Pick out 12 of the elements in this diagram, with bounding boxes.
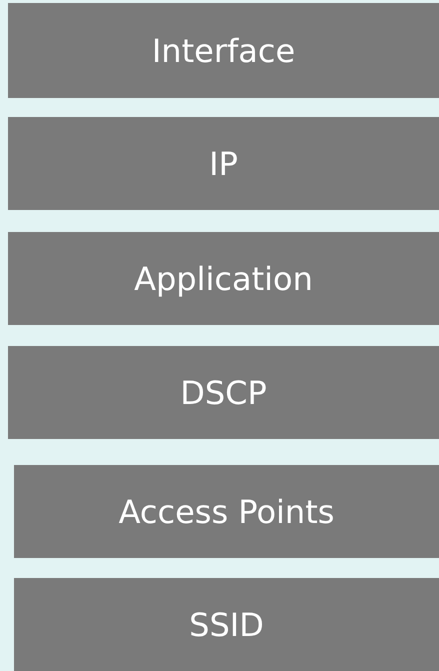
category-box	[8, 117, 439, 210]
category-box	[14, 578, 439, 671]
box-label: IP	[209, 144, 238, 182]
category-box	[8, 3, 439, 98]
box-label: Access Points	[118, 492, 334, 530]
box-label: Application	[134, 260, 313, 298]
category-box	[8, 232, 439, 325]
category-box	[14, 465, 439, 558]
box-label: DSCP	[180, 374, 267, 412]
category-box	[8, 346, 439, 439]
box-label: Interface	[152, 32, 296, 70]
box-label: SSID	[189, 606, 264, 644]
